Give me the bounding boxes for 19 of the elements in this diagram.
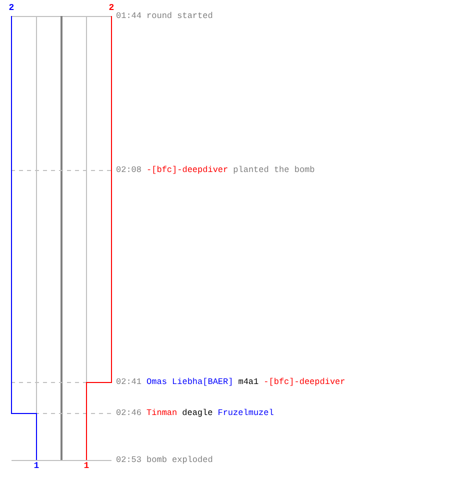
weapon-name: deagle xyxy=(182,408,213,418)
event-text: round started xyxy=(146,11,213,21)
player-name: -[bfc]-deepdiver xyxy=(146,165,228,175)
player-count: 2 xyxy=(108,3,114,13)
weapon-name: m4a1 xyxy=(238,377,259,387)
event-time: 02:53 xyxy=(116,455,142,465)
player-name: -[bfc]-deepdiver xyxy=(264,377,346,387)
event-text: bomb exploded xyxy=(146,455,213,465)
player-count: 1 xyxy=(34,461,40,471)
event-time: 02:41 xyxy=(116,377,142,387)
player-name: Tinman xyxy=(146,408,178,418)
player-count: 2 xyxy=(8,3,14,13)
player-count: 1 xyxy=(84,461,90,471)
player-name: Omas Liebha[BAER] xyxy=(146,377,234,387)
event-time: 02:46 xyxy=(116,408,142,418)
event-time: 01:44 xyxy=(116,11,142,21)
event-text: planted the bomb xyxy=(233,165,315,175)
event-time: 02:08 xyxy=(116,165,142,175)
player-name: Fruzelmuzel xyxy=(218,408,274,418)
